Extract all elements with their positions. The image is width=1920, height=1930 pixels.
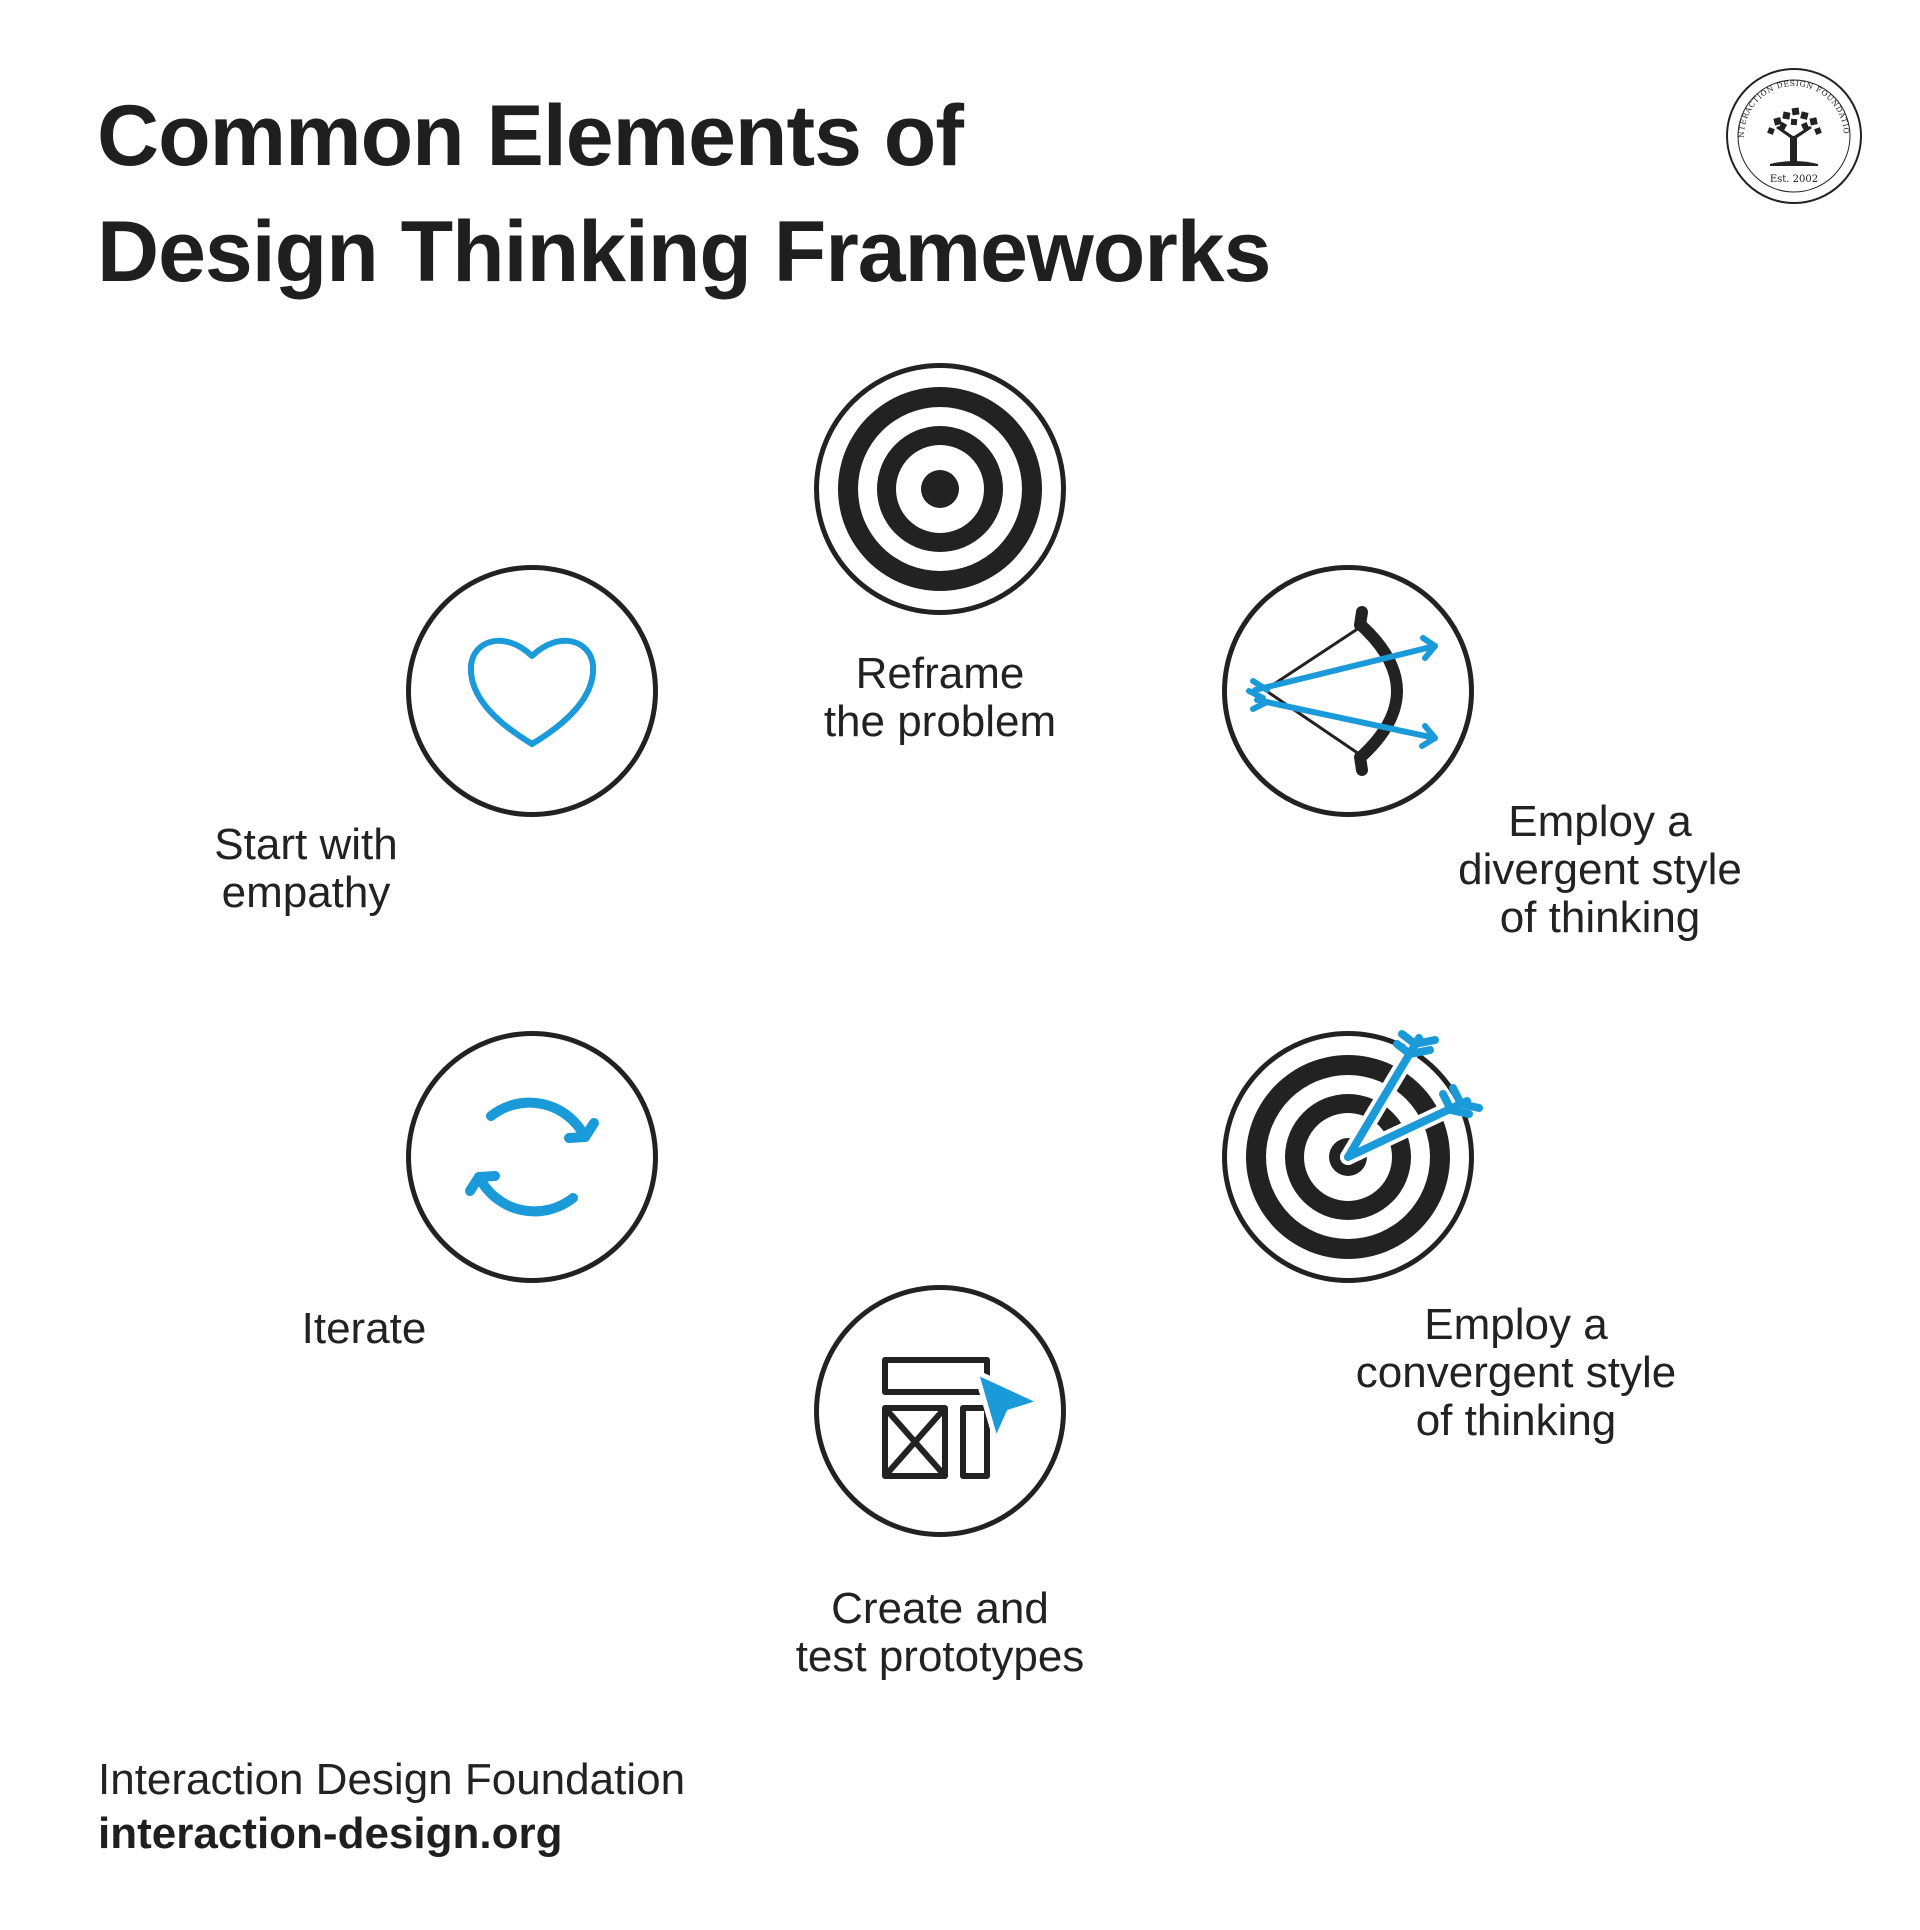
footer-url[interactable]: interaction-design.org <box>98 1809 563 1858</box>
title-line-2: Design Thinking Frameworks <box>97 204 1271 300</box>
prototypes-label: Create and test prototypes <box>795 1584 1085 1681</box>
wireframe-cursor-icon <box>882 1357 1044 1479</box>
reframe-label: Reframe the problem <box>823 649 1057 746</box>
convergent-circle <box>1222 1030 1483 1283</box>
bow-arrows-icon <box>1246 606 1438 776</box>
reframe-circle <box>814 363 1066 615</box>
title-line-1: Common Elements of <box>97 88 964 184</box>
iterate-circle <box>406 1031 658 1283</box>
heart-icon <box>467 637 597 747</box>
page-title: Common Elements of Design Thinking Frame… <box>97 78 1271 310</box>
footer-org-name: Interaction Design Foundation <box>98 1755 686 1804</box>
divergent-circle <box>1222 565 1474 817</box>
empathy-circle <box>406 565 658 817</box>
logo-est-text: Est. 2002 <box>1770 174 1818 185</box>
refresh-icon <box>465 1097 599 1217</box>
convergent-label: Employ a convergent style of thinking <box>1355 1300 1677 1445</box>
divergent-label: Employ a divergent style of thinking <box>1458 797 1742 942</box>
empathy-label: Start with empathy <box>214 820 398 917</box>
tree-icon <box>1767 107 1822 166</box>
iterate-label: Iterate <box>301 1304 427 1353</box>
idf-logo: INTERACTION DESIGN FOUNDATION Est. 2002 <box>1724 66 1862 204</box>
prototypes-circle <box>814 1285 1066 1537</box>
target-arrows-icon <box>1246 1030 1483 1259</box>
target-icon <box>838 387 1042 591</box>
